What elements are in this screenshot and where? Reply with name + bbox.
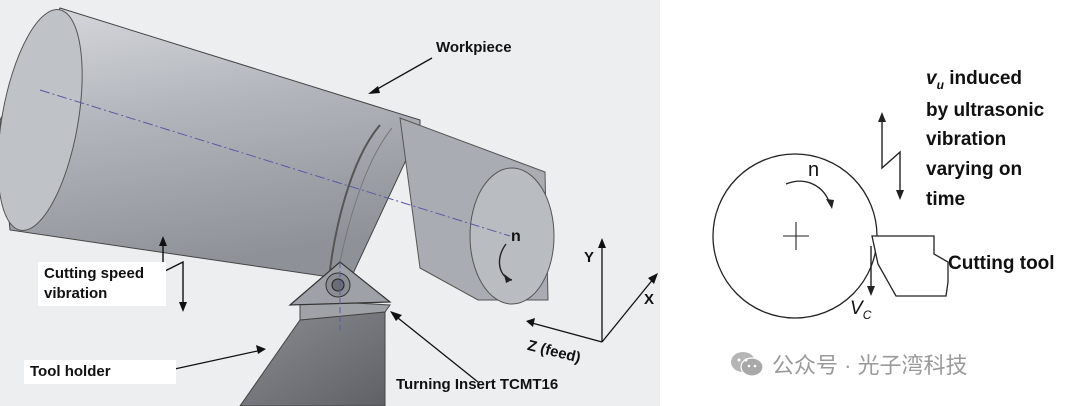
turning-insert bbox=[288, 261, 392, 330]
workpiece bbox=[0, 7, 555, 305]
cutting-schematic: vu induced by ultrasonic vibration varyi… bbox=[660, 0, 1080, 406]
tool-holder-leader bbox=[169, 349, 263, 371]
cutting-speed-vibration-line2: vibration bbox=[44, 285, 108, 302]
cutting-speed-vibration-line1: Cutting speed bbox=[44, 265, 144, 282]
vc-symbol: V bbox=[850, 298, 863, 319]
workpiece-label: Workpiece bbox=[436, 39, 512, 56]
cutting-schematic-drawing bbox=[712, 112, 949, 319]
watermark: 公众号 · 光子湾科技 bbox=[730, 346, 968, 382]
vu-description-line3: vibration bbox=[926, 129, 1007, 150]
vu-description-line1: vu induced bbox=[926, 66, 1022, 98]
cutting-speed-vibration-arrow bbox=[159, 236, 187, 312]
cutting-speed-vibration-label: Cutting speed vibration bbox=[38, 262, 166, 306]
tool-holder-label: Tool holder bbox=[24, 360, 176, 384]
vu-description-line4: varying on bbox=[926, 159, 1023, 180]
vu-description-line2: by ultrasonic bbox=[926, 100, 1045, 121]
vc-label: VC bbox=[850, 296, 871, 328]
cutting-tool-label: Cutting tool bbox=[948, 253, 1055, 274]
rotation-n-label: n bbox=[511, 228, 521, 245]
axis-y-label: Y bbox=[584, 249, 595, 266]
insert-leader bbox=[392, 313, 479, 383]
cutting-tool-shape bbox=[871, 235, 949, 297]
schematic-rotation-n-label: n bbox=[808, 159, 820, 181]
vc-arrowhead bbox=[867, 286, 875, 296]
coordinate-axes bbox=[526, 238, 658, 343]
tool-holder bbox=[239, 299, 391, 406]
vu-line1-rest: induced bbox=[943, 68, 1023, 89]
wechat-icon bbox=[731, 352, 764, 377]
axis-x-label: X bbox=[644, 291, 655, 308]
vu-description-line5: time bbox=[926, 189, 966, 210]
schematic-rotation-arrow bbox=[785, 180, 831, 205]
vu-subscript: u bbox=[936, 77, 944, 92]
turning-insert-label: Turning Insert TCMT16 bbox=[396, 376, 559, 393]
rotation-arrowhead bbox=[504, 274, 512, 283]
workpiece-leader bbox=[371, 57, 433, 93]
vu-symbol: v bbox=[926, 68, 937, 89]
watermark-text: 公众号 · 光子湾科技 bbox=[772, 353, 968, 378]
turning-setup-illustration: Workpiece n Y X Z (feed) Cutting speed v… bbox=[0, 0, 660, 406]
vu-vibration-arrow bbox=[878, 112, 904, 200]
turning-setup-drawing bbox=[0, 7, 658, 406]
vc-subscript: C bbox=[862, 307, 872, 322]
